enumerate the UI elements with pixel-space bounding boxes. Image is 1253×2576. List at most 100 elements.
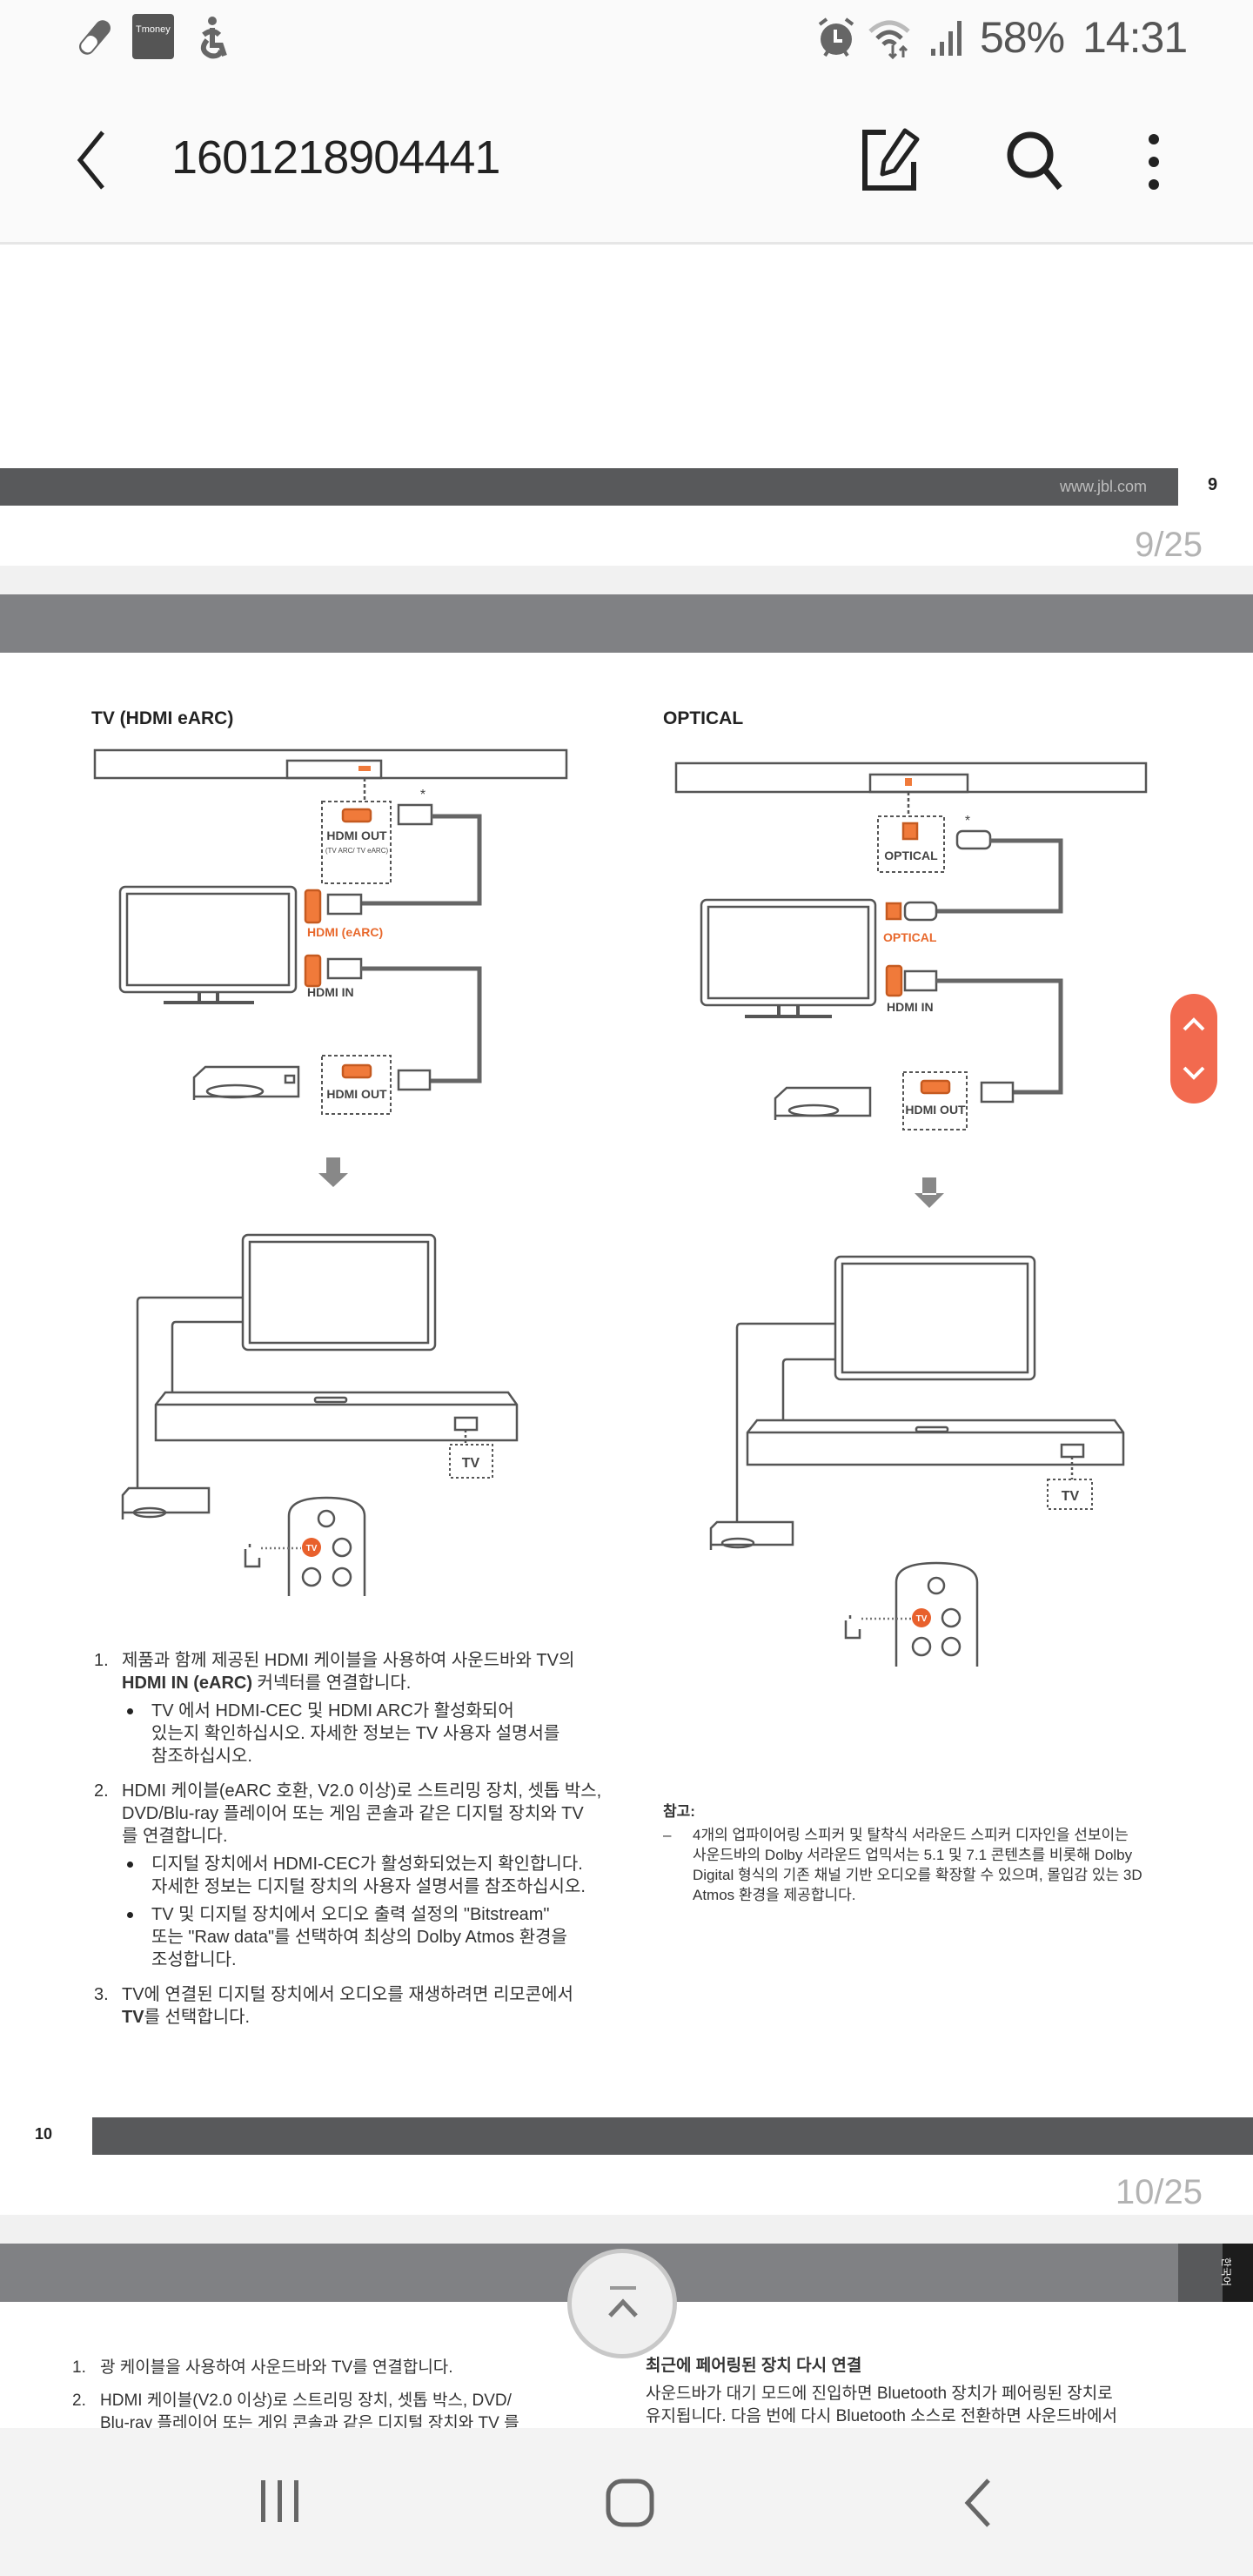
hdmi-out-sublabel: (TV ARC/ TV eARC) (325, 847, 389, 855)
tv-optical-port-icon (885, 902, 902, 921)
url-text: www.jbl.com (1059, 478, 1147, 495)
bullet-dot (127, 1708, 133, 1714)
tv-source-label: TV (1062, 1489, 1080, 1504)
optical-plug-icon (903, 901, 938, 922)
soundbar-front-left (154, 1391, 519, 1442)
reconnect-line: 사운드바가 대기 모드에 진입하면 Bluetooth 장치가 페어링된 장치로 (646, 2385, 1113, 2403)
arrow-down-icon (915, 1177, 944, 1208)
tv-source-label: TV (462, 1456, 480, 1471)
step-line: TV를 선택합니다. (122, 2008, 251, 2027)
hdmi-plug-icon (980, 1081, 1015, 1104)
media-player-icon-right-small (709, 1520, 794, 1550)
nav-back-icon[interactable] (961, 2477, 995, 2529)
search-icon[interactable] (1004, 129, 1065, 191)
tv-optical-label: OPTICAL (883, 930, 937, 944)
bullet-line: TV 에서 HDMI-CEC 및 HDMI ARC가 활성화되어 (151, 1701, 514, 1721)
tv-source-callout (449, 1444, 493, 1479)
cable-line (171, 1320, 243, 1392)
media-player-icon-left (192, 1065, 300, 1100)
page-up-icon[interactable] (1182, 1016, 1206, 1032)
optical-out-callout (877, 815, 945, 873)
hdmi-plug-icon (326, 893, 363, 916)
bullet-item: 디지털 장치에서 HDMI-CEC가 활성화되었는지 확인합니다.자세한 정보는… (122, 1853, 601, 1898)
hdmi-plug-icon (397, 1069, 432, 1091)
bullet-line: 디지털 장치에서 HDMI-CEC가 활성화되었는지 확인합니다. (151, 1855, 583, 1874)
step-number: 2. (94, 1781, 109, 1801)
optical-plug-icon (955, 829, 992, 850)
battery-percent: 58% (980, 13, 1065, 62)
optical-out-label: OPTICAL (884, 849, 938, 862)
home-icon[interactable] (604, 2477, 656, 2529)
step-number: 3. (94, 1985, 109, 2004)
note-dash: – (663, 1827, 672, 1843)
page-separator (0, 566, 1253, 594)
page-9-footer-bar: www.jbl.com (0, 468, 1178, 506)
note-line: Atmos 환경을 제공합니다. (693, 1887, 856, 1903)
remote-tv-button-left (302, 1538, 321, 1557)
page-down-icon[interactable] (1182, 1065, 1206, 1081)
back-icon[interactable] (73, 129, 108, 191)
device-hdmi-out-callout (902, 1071, 968, 1130)
tv-hdmi-in-label: HDMI IN (887, 1000, 934, 1014)
edit-icon[interactable] (860, 127, 921, 193)
asterisk: * (420, 788, 425, 802)
scroll-to-top-button[interactable] (567, 2249, 677, 2358)
device-hdmi-out-label: HDMI OUT (905, 1103, 966, 1117)
tmoney-icon: Tmoney (132, 14, 174, 59)
bullet-line: 참조하십시오. (151, 1747, 252, 1766)
cable-line (781, 1358, 835, 1420)
media-player-icon-right (774, 1086, 872, 1120)
step-item: 3. TV에 연결된 디지털 장치에서 오디오를 재생하려면 리모콘에서 TV를 선… (94, 1983, 601, 2029)
language-tab: 한국어 (1220, 2244, 1253, 2302)
tv-hdmi-in-port-icon (304, 954, 322, 988)
step-line: TV에 연결된 디지털 장치에서 오디오를 재생하려면 리모콘에서 (122, 1985, 573, 2004)
hdmi-port-icon (341, 808, 372, 823)
step-number: 1. (94, 1651, 109, 1670)
bullet-dot (127, 1862, 133, 1868)
hdmi-out-label: HDMI OUT (326, 828, 387, 842)
more-options-icon[interactable] (1143, 131, 1164, 193)
wifi-icon (868, 20, 910, 59)
step-line: HDMI IN (eARC) 커넥터를 연결합니다. (122, 1674, 412, 1693)
cable-line (735, 1322, 835, 1523)
tv-icon-left-result (241, 1233, 437, 1352)
section-heading-optical: OPTICAL (663, 708, 744, 728)
tv-icon-left (118, 885, 298, 1004)
note-block: 참고: – 4개의 업파이어링 스피커 및 탈착식 서라운드 스피커 디자인을 … (663, 1801, 1142, 1905)
note-line: Digital 형식의 기존 채널 기반 오디오를 확장할 수 있으며, 몰입감… (693, 1867, 1142, 1883)
hdmi-plug-icon (397, 803, 433, 826)
bullet-line: 또는 "Raw data"를 선택하여 최상의 Dolby Atmos 환경을 (151, 1928, 567, 1947)
step-text: HDMI 케이블(V2.0 이상)로 스트리밍 장치, 셋톱 박스, DVD/ (100, 2392, 512, 2410)
language-tab-label: 한국어 (1220, 2257, 1233, 2287)
bullet-line: 조성합니다. (151, 1950, 237, 1969)
tv-hdmi-earc-port-icon (304, 889, 322, 924)
section-heading-hdmi-earc: TV (HDMI eARC) (91, 708, 234, 728)
arrow-down-icon (318, 1159, 348, 1187)
page-number: 10 (35, 2125, 53, 2143)
soundbar-front-right (746, 1419, 1125, 1466)
device-hdmi-out-label: HDMI OUT (326, 1087, 387, 1101)
hdmi-port-icon (920, 1079, 951, 1095)
recent-apps-icon[interactable] (258, 2477, 303, 2526)
instructions-list: 1. 제품과 함께 제공된 HDMI 케이블을 사용하여 사운드바와 TV의 HDM… (94, 1649, 601, 2041)
hand-pointer-icon (844, 1615, 861, 1640)
bullet-line: TV 및 디지털 장치에서 오디오 출력 설정의 "Bitstream" (151, 1905, 550, 1924)
note-line: 4개의 업파이어링 스피커 및 탈착식 서라운드 스피커 디자인을 선보이는 (693, 1827, 1129, 1843)
tv-icon-right-result (834, 1255, 1036, 1381)
page-10-footer-bar (92, 2117, 1253, 2155)
navigation-bar (0, 2428, 1253, 2576)
optical-cable (936, 838, 1063, 914)
note-title: 참고: (663, 1803, 695, 1820)
step-item: 2.HDMI 케이블(eARC 호환, V2.0 이상)로 스트리밍 장치, 셋… (94, 1780, 601, 1971)
tv-hdmi-in-label: HDMI IN (307, 985, 354, 999)
note-line: 사운드바의 Dolby 서라운드 업믹서는 5.1 및 7.1 콘텐츠를 비롯해… (693, 1847, 1133, 1863)
page-11-reconnect: 최근에 페어링된 장치 다시 연결 사운드바가 대기 모드에 진입하면 Blue… (646, 2355, 1117, 2428)
pill-icon (79, 20, 111, 55)
step-line: 제품과 함께 제공된 HDMI 케이블을 사용하여 사운드바와 TV의 (122, 1651, 575, 1670)
media-player-icon-left-small (121, 1486, 211, 1519)
hdmi-cable (361, 814, 482, 906)
hdmi-port-icon (341, 1063, 372, 1079)
step-text: 광 케이블을 사용하여 사운드바와 TV를 연결합니다. (100, 2358, 453, 2377)
